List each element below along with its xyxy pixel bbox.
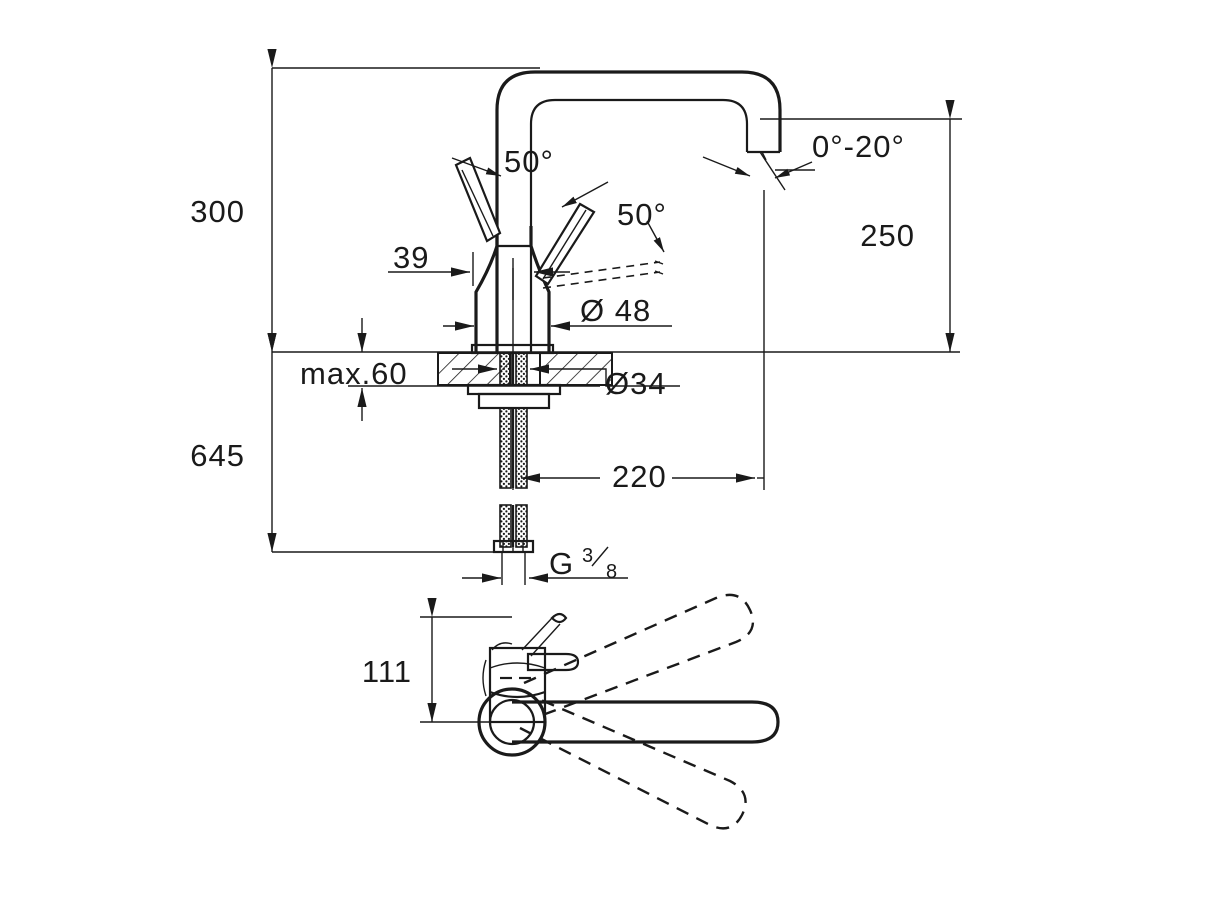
mounting-shank-assembly [466,352,562,585]
faucet-handle-lever [454,156,664,289]
dimension-label-thread-g: G [549,546,574,581]
dimension-diameter-34: Ø34 [452,364,680,401]
top-view-handle-assembly [477,593,780,830]
dimension-label-thread-numerator: 3 [582,545,593,567]
dimension-offset-39: 39 [388,240,474,286]
dimension-thread-g38: G 3 8 [462,545,628,583]
dimension-label-thread-denominator: 8 [606,561,617,583]
dimension-label-645: 645 [190,438,245,473]
angle-arrow-left-50 [451,157,502,177]
dimension-label-dia34: Ø34 [605,366,667,401]
dimension-label-111: 111 [362,654,412,689]
angle-label-outlet-0-20: 0°-20° [812,129,905,164]
dimension-label-300: 300 [190,194,245,229]
dimension-handle-111: 111 [362,598,512,723]
dimension-label-220: 220 [612,459,667,494]
angle-arrow-right-50 [561,181,665,253]
dimension-height-250: 250 [760,100,962,352]
faucet-spout-outline [495,70,782,352]
angle-arrow-outlet-0-20 [702,151,815,191]
dimension-reach-220: 220 [512,190,765,494]
dimension-counter-thickness: max.60 [300,318,600,421]
dimension-height-300: 300 [190,49,540,352]
dimension-height-645: 645 [190,333,500,553]
angle-label-right-50: 50° [617,197,667,232]
dimension-label-39: 39 [393,240,429,275]
angle-labels: 50° 50° 0°-20° [504,129,905,232]
angle-label-left-50: 50° [504,144,554,179]
dimension-label-dia48: Ø 48 [580,293,651,328]
dimension-label-250: 250 [860,218,915,253]
dimension-diameter-48: Ø 48 [443,267,672,331]
dimension-label-max60: max.60 [300,356,408,391]
